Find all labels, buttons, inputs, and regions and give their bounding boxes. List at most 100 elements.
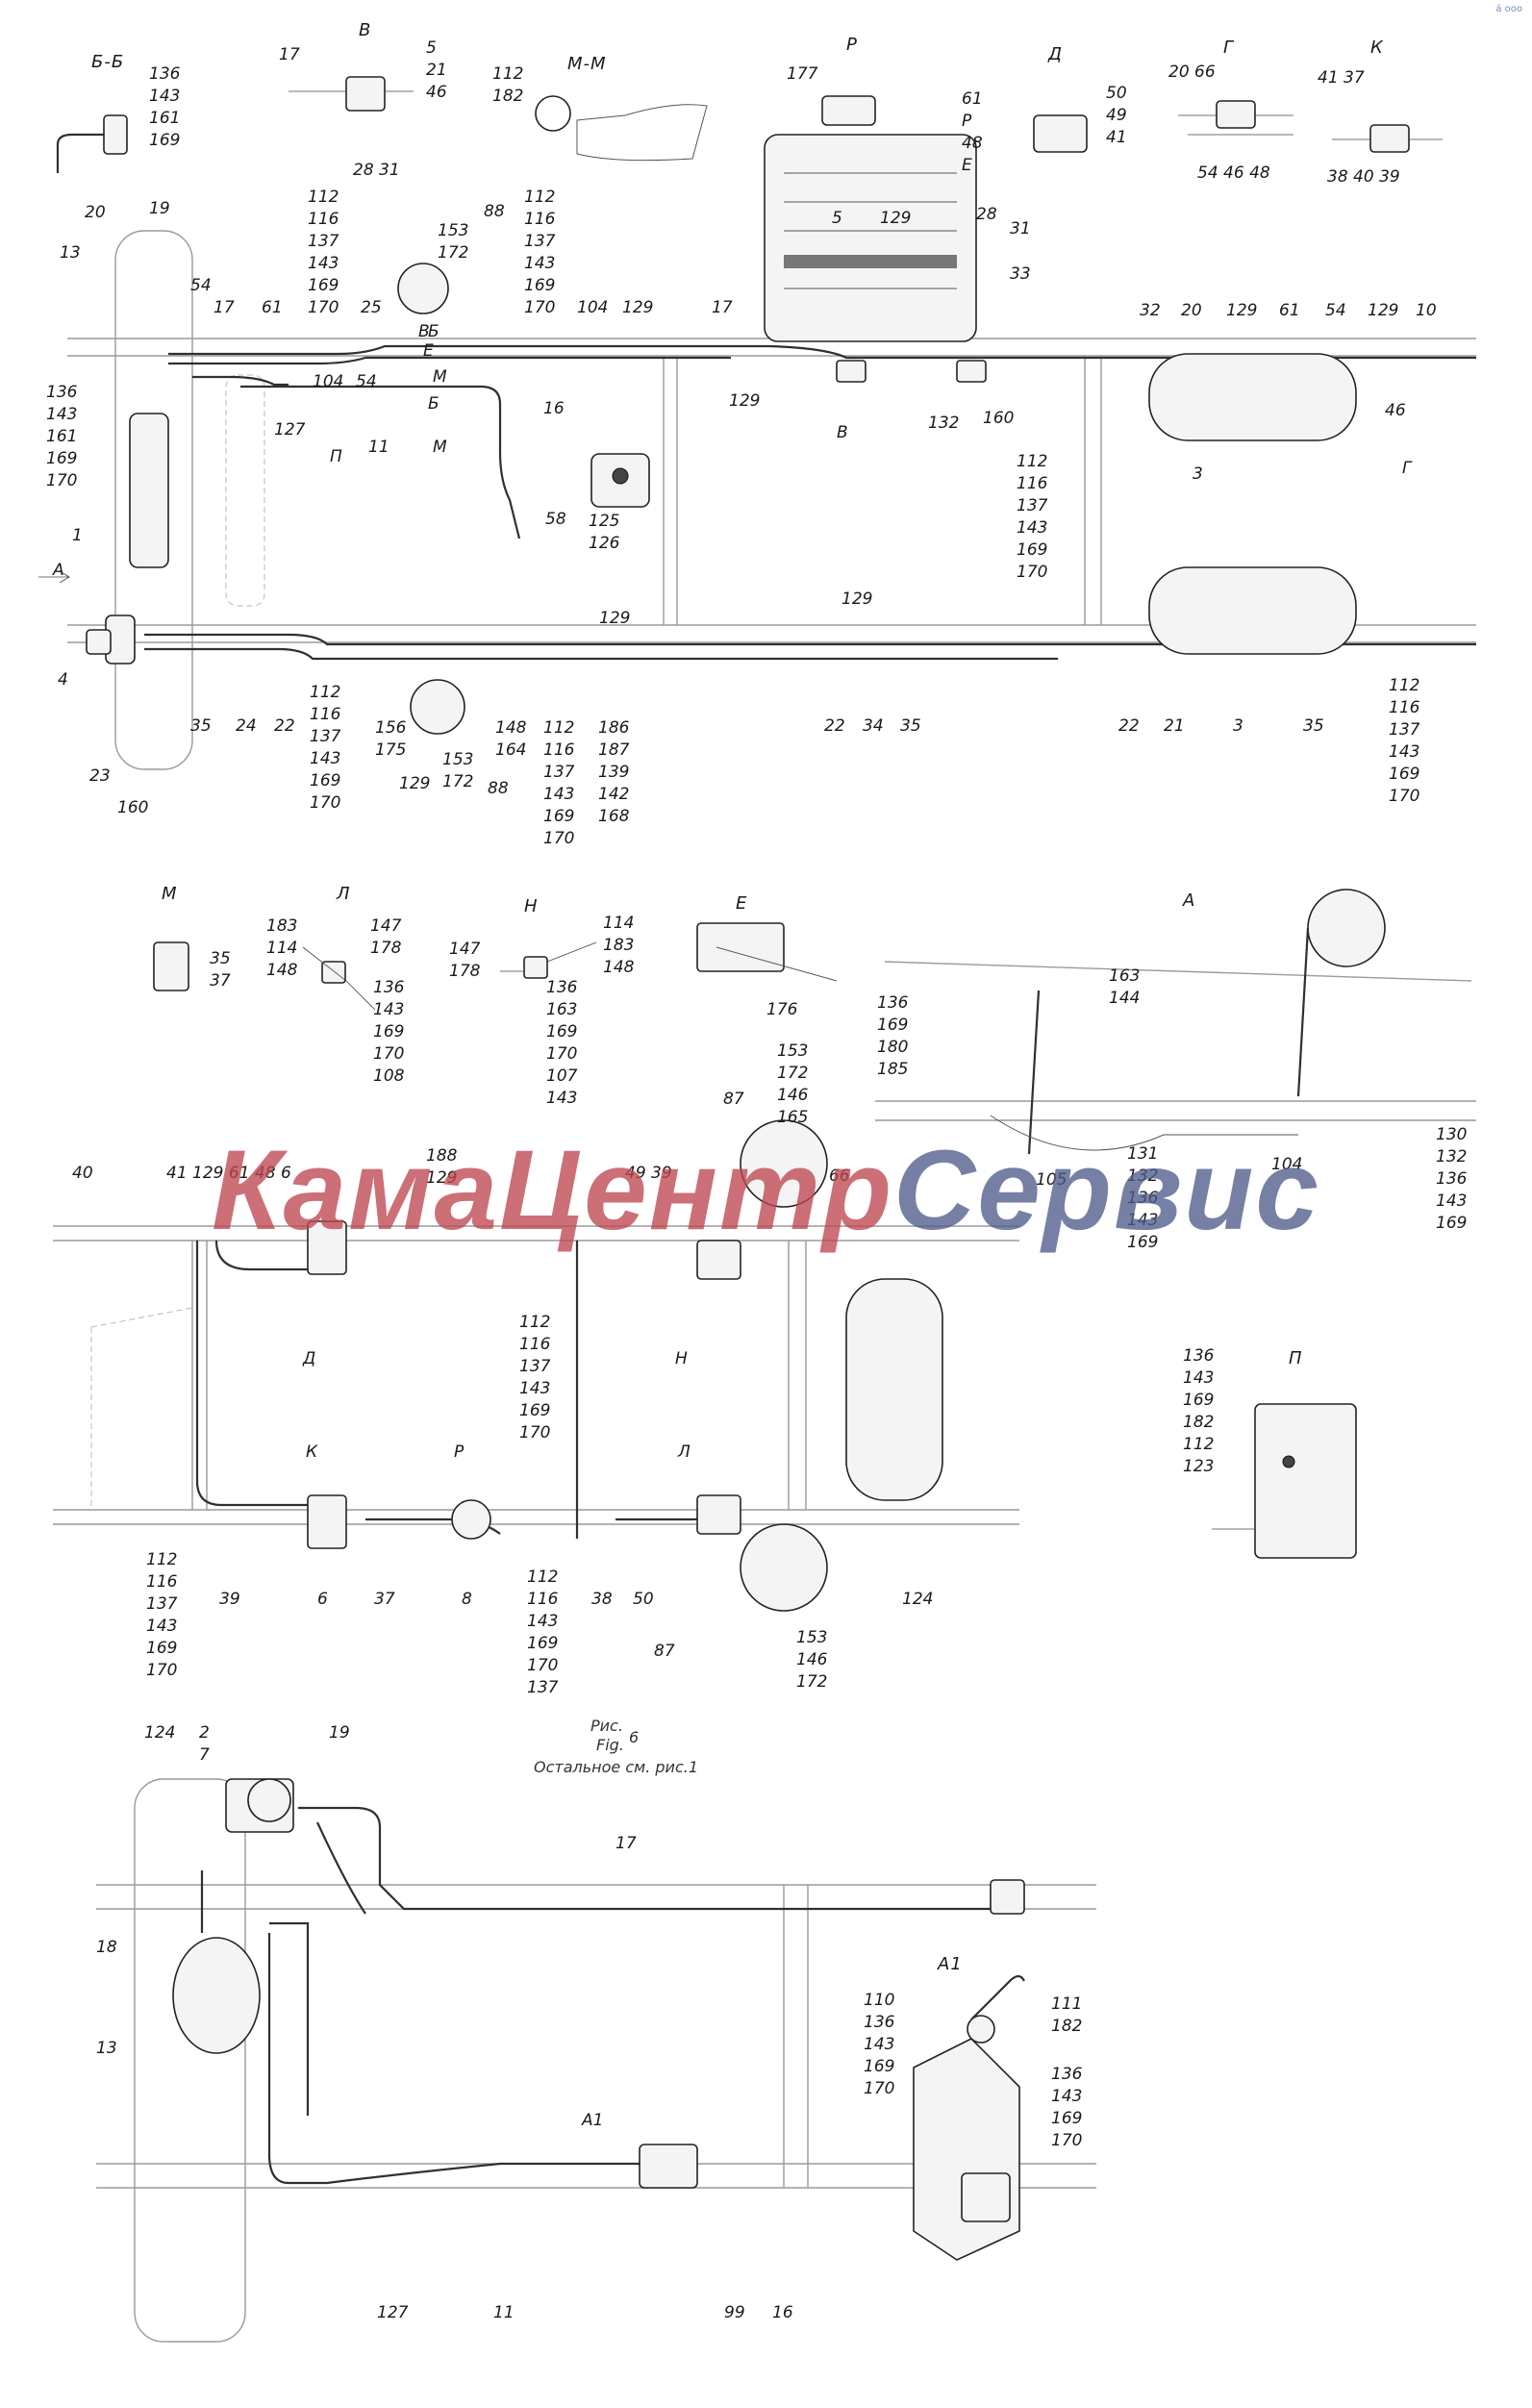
callout-line: 13 [60,243,81,263]
view-title-a: А [1182,890,1195,911]
callout-label: В [418,322,430,341]
callout-label: Б [428,394,440,414]
callout-label: 6 [317,1590,328,1609]
callout-line: 143 [1127,1211,1158,1230]
callout-line: 148 [603,958,635,977]
callout-line: 170 [1017,563,1047,582]
callout-line: 164 [495,740,526,760]
callout-line: 61 [262,298,283,317]
callout-line: 161 [149,109,180,128]
callout-line: 169 [519,1401,550,1420]
callout-line: 169 [1127,1233,1158,1252]
callout-line: 107 [546,1066,578,1086]
callout-line: Е [423,341,434,361]
callout-line: 170 [1051,2131,1082,2150]
callout-line: 129 [729,391,760,411]
callout-line: 182 [1051,2017,1082,2036]
callout-line: 129 [399,774,430,793]
callout-label: 87 [723,1090,744,1109]
callout-line: 35 [1303,716,1324,736]
callout-line: 147 [370,916,402,936]
callout-line: 137 [524,232,556,251]
callout-line: 169 [1017,540,1047,560]
callout-line: 35 [900,716,921,736]
view-titles: Б-Б В М-М Р Д Г К М Л Н Е А П А1 [91,20,1383,1974]
callout-line: 183 [266,916,297,936]
callout-line: Р [454,1442,465,1462]
callout-line: 160 [117,798,148,817]
callout-line: 187 [598,740,630,760]
callout-line: 186 [598,718,630,738]
callout-line: 112 [1017,452,1047,471]
callout-line: 137 [519,1357,551,1376]
callout-line: 22 [274,716,295,736]
callout-label: 22 [274,716,295,736]
callout-label: 20 66 [1168,63,1216,82]
callout-line: 108 [373,1066,405,1086]
callout-line: 127 [274,420,306,439]
callout-line: 176 [766,1000,798,1019]
callout-label: 24 [236,716,257,736]
callout-label: 54 46 48 [1197,163,1270,183]
callout-label: 88 [484,202,505,221]
callout-label: М [433,367,447,387]
callout-line: 116 [308,210,339,229]
callout-line: 170 [146,1661,177,1680]
callout-line: 136 [546,978,578,997]
callout-line: 32 [1140,301,1161,320]
callout-line: 24 [236,716,257,736]
callout-line: 23 [89,766,111,786]
callout-label: 38 [591,1590,613,1609]
callout-line: 87 [654,1642,675,1661]
callout-line: 35 [210,949,231,968]
callout-line: 132 [1127,1166,1158,1186]
callout-line: 28 31 [353,161,400,180]
callout-line: 168 [598,807,630,826]
callout-line: 2 [199,1723,210,1743]
callout-line: 48 [962,134,983,153]
callout-label: 17 [279,45,300,64]
detail-views-middle [153,889,1476,1155]
callout-line: 169 [543,807,574,826]
caption-ris: Рис. [590,1717,623,1735]
callout-line: 165 [777,1108,808,1127]
callout-line: 169 [877,1016,908,1035]
callout-line: М [433,367,447,387]
callout-line: 182 [1183,1413,1214,1432]
callout-label: 58 [545,510,566,529]
callout-label: 28 31 [353,161,400,180]
callout-line: 170 [527,1656,558,1675]
callout-line: 46 [1385,401,1406,420]
callout-line: 19 [149,199,170,218]
callout-label: 19 [329,1723,350,1743]
top-chassis-drawing [38,134,1476,770]
callout-line: 49 [1106,106,1127,125]
callout-label: 23 [89,766,111,786]
callout-line: 114 [266,939,297,958]
callout-line: 49 39 [625,1164,672,1183]
callout-line: 142 [598,785,629,804]
callout-line: 143 [149,87,180,106]
callout-line: 170 [524,298,555,317]
callout-line: 137 [310,727,341,746]
callout-line: 160 [983,409,1014,428]
callout-line: 41 129 61 48 6 [166,1164,291,1183]
callout-line: 177 [787,64,818,84]
